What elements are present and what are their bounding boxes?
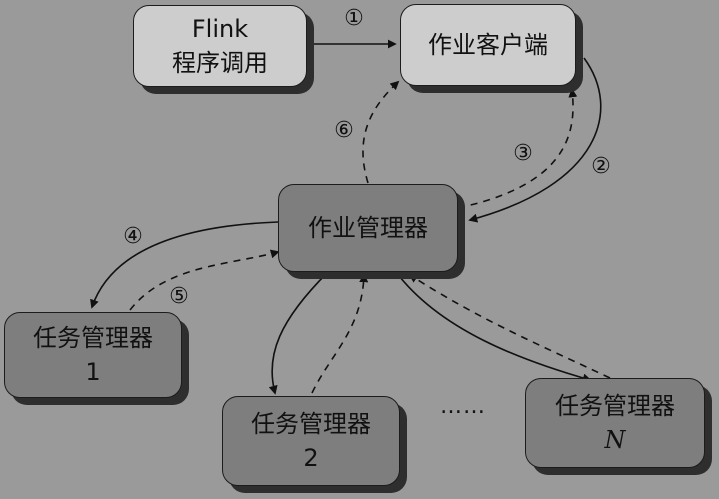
arrow-task-manager-2-to-job-manager [311,273,369,394]
task-manager-n-label: 任务管理器 [555,392,675,420]
arrow-6-job-manager-to-client [362,80,400,184]
step-4-label: ④ [123,224,143,249]
arrow-2-client-to-job-manager [468,57,602,223]
step-3-label: ③ [513,141,533,166]
arrow-task-manager-n-to-job-manager [408,274,611,379]
task-manager-n-number: N [604,426,626,454]
job-client-node: 作业客户端 [400,4,576,86]
task-manager-1-number: 1 [85,358,101,386]
step-6-label: ⑥ [334,118,354,143]
task-manager-n-node: 任务管理器 N [525,378,705,468]
more-task-managers-ellipsis: …… [440,394,486,419]
job-manager-label: 作业管理器 [308,214,428,242]
arrow-4-job-manager-to-task-manager-1 [90,221,279,309]
arrow-job-manager-to-task-manager-2 [268,271,329,395]
task-manager-1-label: 任务管理器 [33,324,153,352]
flink-program-title: Flink [191,15,249,43]
task-manager-2-number: 2 [303,444,319,472]
task-manager-1-node: 任务管理器 1 [4,312,182,398]
task-manager-2-node: 任务管理器 2 [222,396,400,486]
step-1-label: ① [344,6,364,31]
step-5-label: ⑤ [169,284,189,309]
flink-program-subtitle: 程序调用 [172,49,268,77]
arrow-job-manager-to-task-manager-n [395,271,592,383]
task-manager-2-label: 任务管理器 [251,410,371,438]
step-2-label: ② [591,154,611,179]
flink-program-node: Flink 程序调用 [133,5,307,87]
arrow-3-job-manager-to-client [457,88,578,209]
job-client-label: 作业客户端 [428,31,548,59]
arrow-5-task-manager-1-to-job-manager [129,249,280,311]
job-manager-node: 作业管理器 [278,184,458,272]
